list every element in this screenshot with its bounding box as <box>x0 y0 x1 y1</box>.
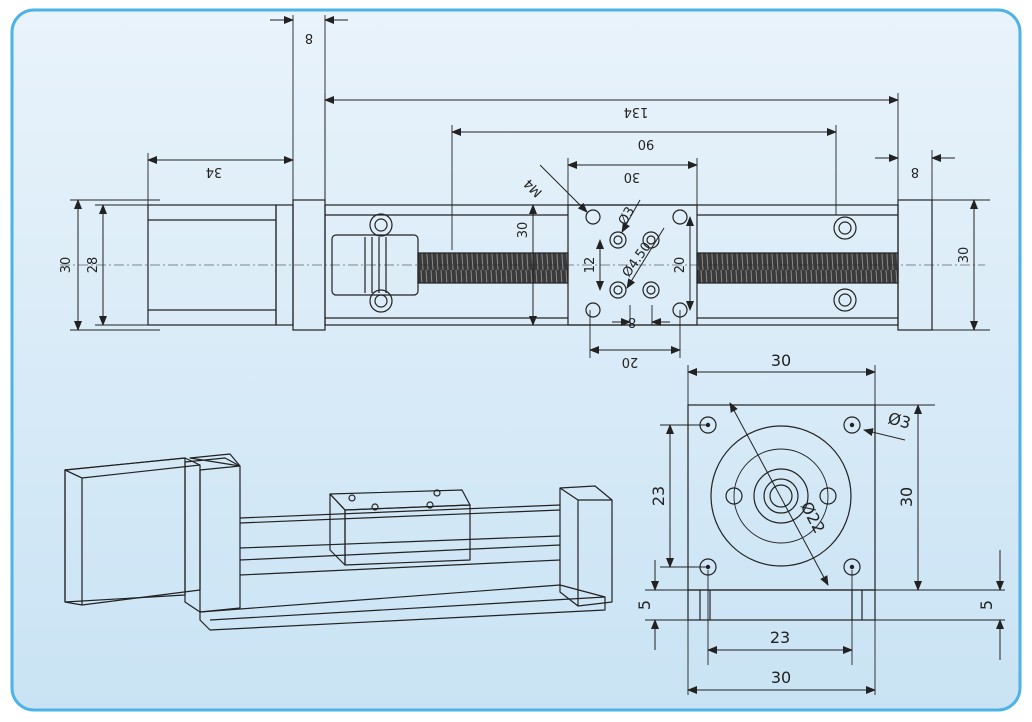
dim-90: 90 <box>638 136 655 151</box>
lead-screw-left <box>417 252 569 284</box>
dim-8-bottom: 8 <box>628 314 636 329</box>
dim-30-bottom: 30 <box>771 668 791 687</box>
end-view-base <box>687 589 876 621</box>
dim-23-bottom: 23 <box>770 628 790 647</box>
lead-screw-right <box>696 252 899 284</box>
dim-34: 34 <box>206 164 223 179</box>
motor-flange-iso <box>184 457 241 613</box>
dim-top-8: 8 <box>305 30 313 45</box>
end-view <box>645 365 1005 695</box>
dim-30-right: 30 <box>957 247 972 264</box>
dim-30-left: 30 <box>59 257 74 274</box>
dim-30-top: 30 <box>771 351 791 370</box>
dim-8-right: 8 <box>911 164 919 179</box>
panel-background <box>10 8 1022 712</box>
side-view <box>60 15 990 358</box>
dim-12: 12 <box>583 257 598 274</box>
dim-20-bottom: 20 <box>622 354 639 369</box>
end-dimensions <box>651 368 1004 694</box>
dim-30-right-end: 30 <box>897 487 916 507</box>
dim-5-left: 5 <box>635 600 654 610</box>
dim-5-right: 5 <box>977 600 996 610</box>
dim-134: 134 <box>624 104 649 119</box>
dim-23-left: 23 <box>649 486 668 506</box>
dim-20-vertical: 20 <box>673 257 688 274</box>
isometric-view <box>64 453 613 631</box>
dim-30-mid: 30 <box>516 222 531 239</box>
end-plate-iso <box>559 485 613 607</box>
side-dimensions <box>74 16 978 354</box>
dim-30-slider: 30 <box>624 169 641 184</box>
dim-28-left: 28 <box>86 257 101 274</box>
